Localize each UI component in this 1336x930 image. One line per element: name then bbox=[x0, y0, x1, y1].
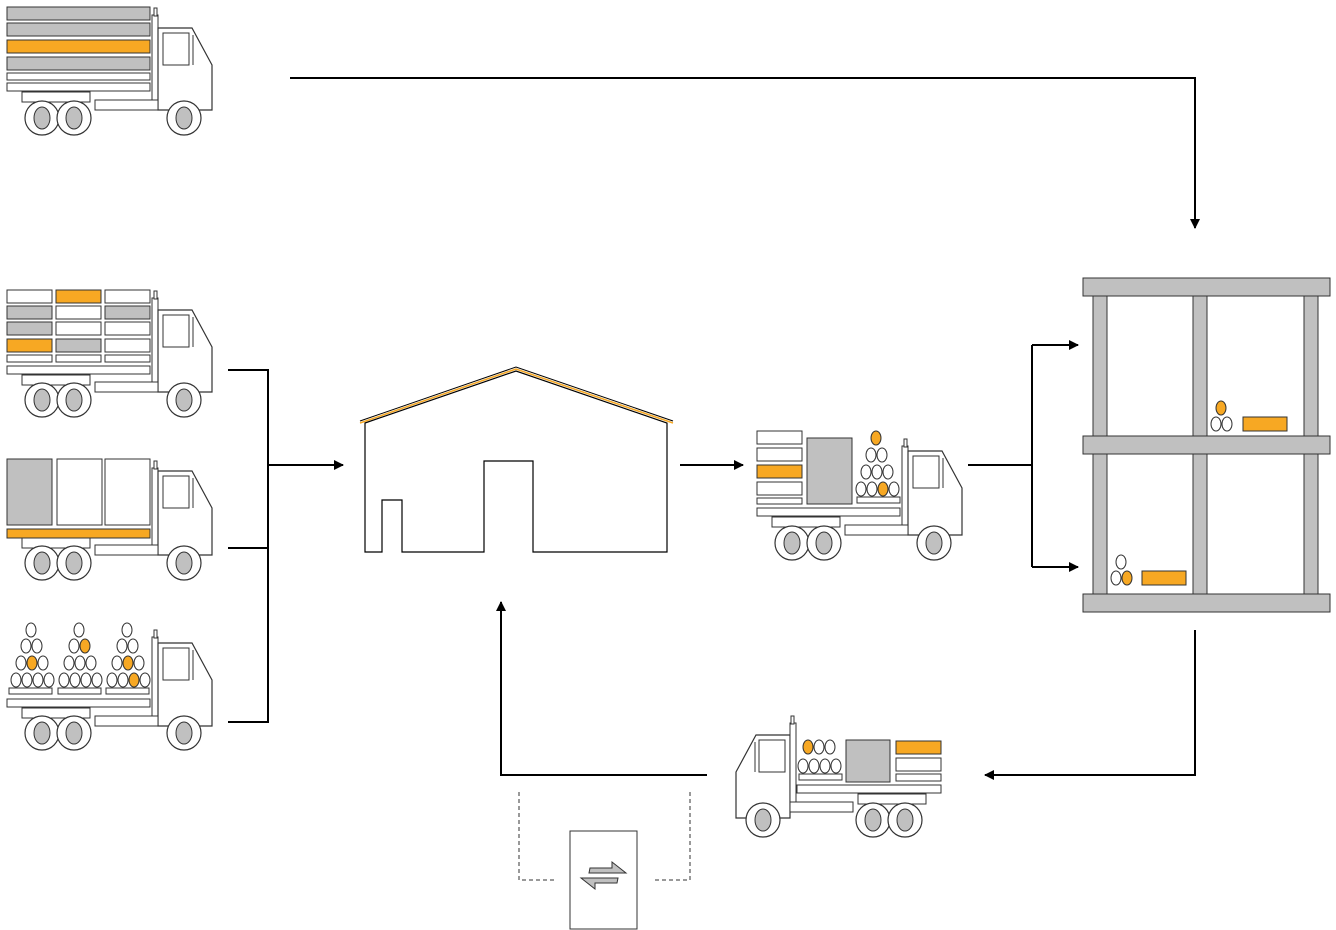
building-site bbox=[1082, 277, 1331, 613]
warehouse bbox=[359, 366, 674, 553]
truck-cargo-mixed bbox=[756, 430, 901, 517]
exchange-arrows-icon bbox=[579, 860, 628, 891]
arrow-direct-to-building bbox=[290, 77, 1200, 229]
warehouse-roof bbox=[359, 368, 674, 424]
truck-supply-panels bbox=[6, 458, 213, 581]
truck-cargo-mixed-return bbox=[796, 739, 942, 794]
arrow-return-to-warehouse bbox=[496, 601, 707, 776]
upper-floor-materials bbox=[1210, 400, 1288, 432]
exchange-bracket bbox=[518, 792, 691, 930]
truck-return bbox=[735, 715, 942, 838]
truck-mixed-delivery bbox=[756, 430, 963, 561]
truck-cargo-long-pipes bbox=[6, 6, 151, 92]
floor-branch-connector bbox=[968, 340, 1079, 572]
lower-floor-materials bbox=[1110, 554, 1187, 586]
truck-direct-delivery bbox=[6, 6, 213, 136]
truck-supply-boxes bbox=[6, 289, 213, 418]
supply-connector bbox=[228, 369, 344, 723]
truck-cargo-stacked-pipes bbox=[6, 622, 151, 708]
truck-supply-pipes bbox=[6, 622, 213, 751]
arrow-to-return-truck bbox=[984, 630, 1196, 780]
truck-cargo-boxes bbox=[6, 289, 151, 375]
truck-cargo-panels bbox=[6, 458, 151, 539]
